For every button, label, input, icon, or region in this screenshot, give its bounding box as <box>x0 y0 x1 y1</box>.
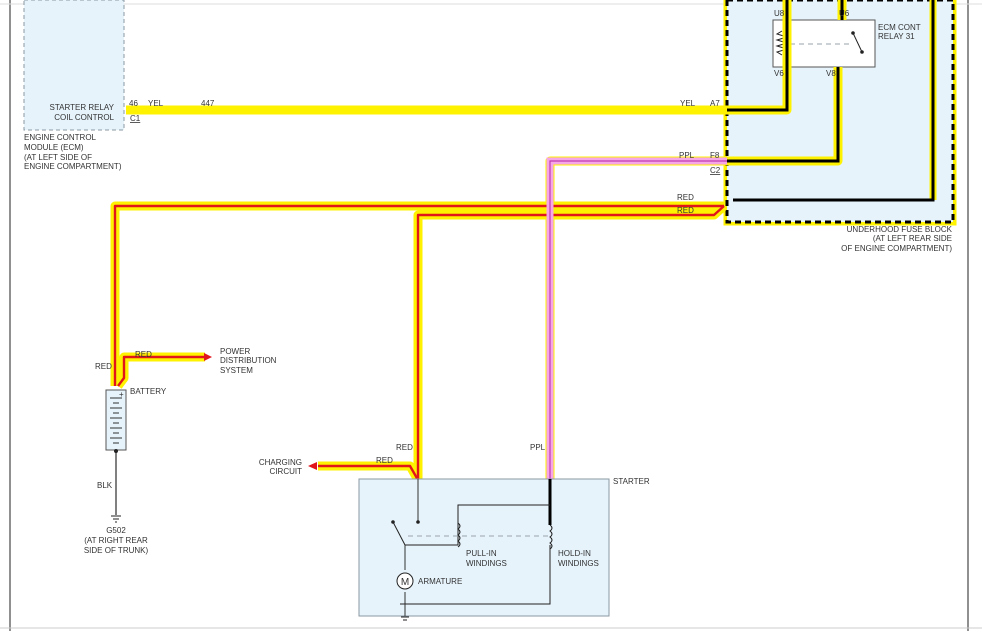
ecm-pin-label-1: STARTER RELAY <box>50 103 115 112</box>
pullin-coil-symbol <box>457 522 461 548</box>
power-dist-2: DISTRIBUTION <box>220 356 277 365</box>
holdin-coil-symbol <box>549 524 553 550</box>
battery-symbol <box>105 389 127 523</box>
power-dist-1: POWER <box>220 347 250 356</box>
fuse-red-1: RED <box>677 193 694 202</box>
battery-blk-label: BLK <box>97 481 113 490</box>
battery-terminal-dot <box>114 449 118 453</box>
starter-ppl-label: PPL <box>530 443 546 452</box>
fuse-a7-pin: A7 <box>710 99 720 108</box>
relay-v6: V6 <box>774 69 784 78</box>
ppl-wire <box>549 160 727 480</box>
pullin-wire <box>405 504 550 546</box>
power-arrow-icon <box>204 353 212 361</box>
holdin-return-wire <box>405 545 551 605</box>
power-dist-3: SYSTEM <box>220 366 253 375</box>
red-charging-highlight <box>318 461 422 483</box>
relay-u6: U6 <box>839 9 850 18</box>
charging-circuit-2: CIRCUIT <box>270 467 303 476</box>
ground-loc-2: SIDE OF TRUNK) <box>84 546 149 555</box>
battery-name: BATTERY <box>130 387 167 396</box>
ecm-name-3: (AT LEFT SIDE OF <box>24 153 92 162</box>
charging-arrow-icon <box>308 462 317 470</box>
red-power-highlight <box>114 352 205 389</box>
wire-layer <box>113 0 844 481</box>
red-wire-2-highlight <box>413 202 728 480</box>
holdin-label-1: HOLD-IN <box>558 549 591 558</box>
fuse-block-name-3: OF ENGINE COMPARTMENT) <box>841 244 952 253</box>
circuit-number: 447 <box>201 99 215 108</box>
ground-loc-1: (AT RIGHT REAR <box>84 536 148 545</box>
red-power-wire <box>117 355 205 387</box>
red-wire-2 <box>416 205 725 480</box>
battery-plus: + <box>119 390 124 399</box>
fuse-a7-color: YEL <box>680 99 696 108</box>
fuse-block-name-2: (AT LEFT REAR SIDE <box>873 234 952 243</box>
pullin-label-2: WINDINGS <box>466 559 507 568</box>
starter-red-label: RED <box>396 443 413 452</box>
battery-red-label: RED <box>95 362 112 371</box>
motor-symbol: M <box>401 577 409 588</box>
fuse-block-name-1: UNDERHOOD FUSE BLOCK <box>847 225 953 234</box>
starter-name: STARTER <box>613 477 650 486</box>
starter-box <box>358 478 610 617</box>
relay-u8: U8 <box>774 9 785 18</box>
charging-circuit-1: CHARGING <box>259 458 302 467</box>
red-charging-wire <box>318 464 420 481</box>
fuse-connector-c2: C2 <box>710 166 721 175</box>
fuse-red-2: RED <box>677 206 694 215</box>
fuse-f8-pin: F8 <box>710 151 720 160</box>
ground-g502: G502 <box>106 526 126 535</box>
relay-switch-contact <box>852 32 863 53</box>
battery-red-label-2: RED <box>135 350 152 359</box>
ecm-module-box <box>23 0 125 131</box>
starter-switch-contact <box>392 521 406 546</box>
relay-v8: V8 <box>826 69 836 78</box>
holdin-label-2: WINDINGS <box>558 559 599 568</box>
relay-contact-dot-2 <box>860 50 864 54</box>
armature-label: ARMATURE <box>418 577 462 586</box>
ecm-pin-number: 46 <box>129 99 138 108</box>
ecm-name-1: ENGINE CONTROL <box>24 133 97 142</box>
ecm-wire-color: YEL <box>148 99 164 108</box>
relay-name-2: RELAY 31 <box>878 32 915 41</box>
fuse-f8-color: PPL <box>679 151 695 160</box>
ecm-name-2: MODULE (ECM) <box>24 143 84 152</box>
ecm-pin-label-2: COIL CONTROL <box>54 113 114 122</box>
ecm-name-4: ENGINE COMPARTMENT) <box>24 162 122 171</box>
starter-contact-dot <box>416 520 420 524</box>
relay-name-1: ECM CONT <box>878 23 921 32</box>
ecm-connector: C1 <box>130 114 141 123</box>
fuse-block-inner-feed-wire <box>733 0 935 202</box>
charging-red-label: RED <box>376 456 393 465</box>
pullin-label-1: PULL-IN <box>466 549 497 558</box>
battery-box <box>105 389 127 451</box>
starter-assembly <box>358 478 610 621</box>
red-wire-1 <box>113 204 724 386</box>
starter-contact-dot-2 <box>391 520 395 524</box>
relay-contact-dot <box>851 31 855 35</box>
motor-icon <box>396 572 414 590</box>
relay-v8-wire <box>727 67 840 163</box>
